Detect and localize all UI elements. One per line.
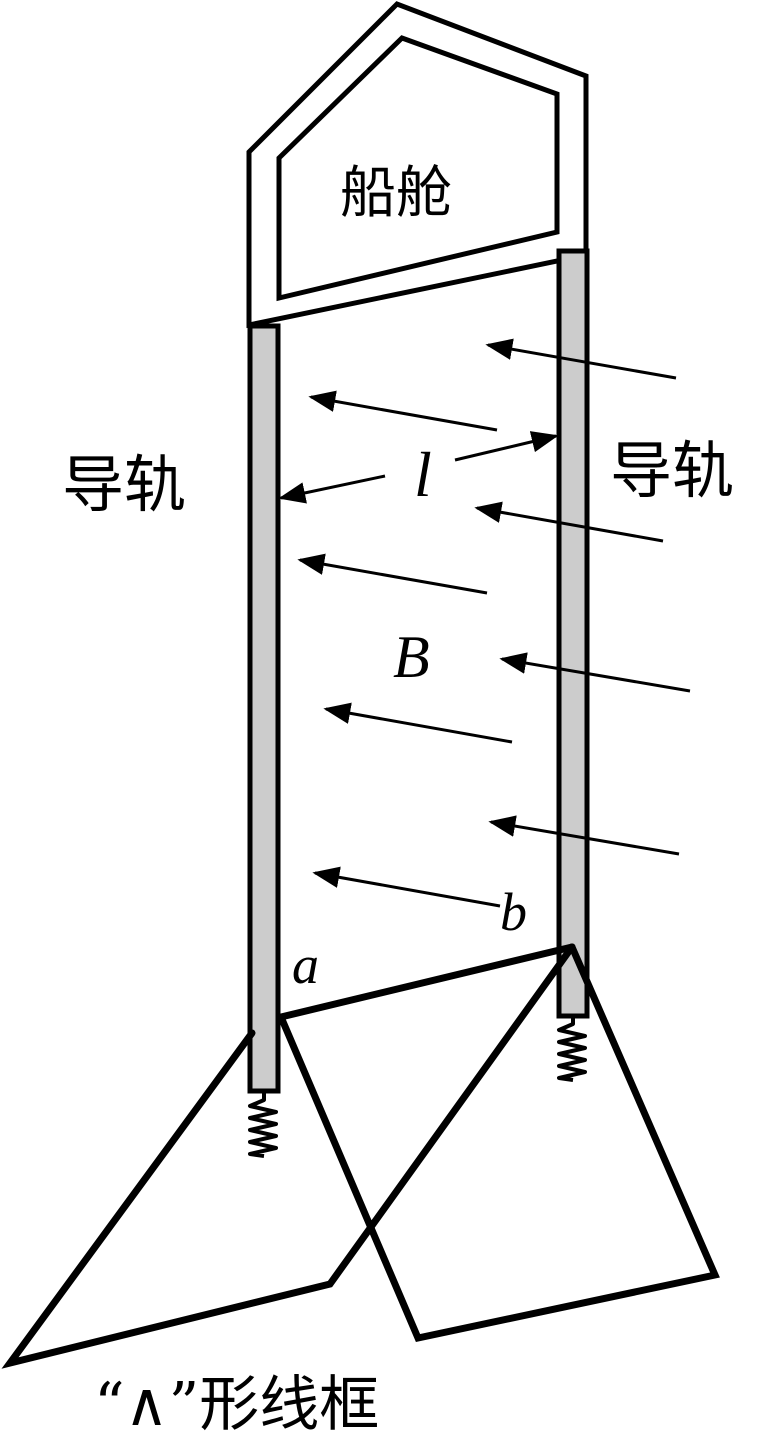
left-spring bbox=[248, 1092, 278, 1158]
lambda-frame bbox=[1, 943, 720, 1369]
field-arrow bbox=[297, 553, 488, 595]
point-b-label: b bbox=[500, 882, 527, 942]
field-arrow bbox=[312, 866, 501, 908]
rail-spacing-dimension bbox=[278, 431, 559, 504]
frame-edge-ab bbox=[277, 943, 576, 1021]
spacing-arrow-right bbox=[454, 431, 559, 462]
field-arrow bbox=[308, 390, 498, 432]
spacing-label: l bbox=[414, 439, 432, 510]
spacing-arrow-left bbox=[278, 474, 386, 504]
field-arrow bbox=[485, 338, 677, 380]
cabin: 船舱 bbox=[246, 1, 589, 329]
frame-caption: “∧”形线框 bbox=[94, 1370, 379, 1438]
cabin-inner bbox=[276, 35, 560, 302]
springs bbox=[248, 1017, 587, 1158]
cabin-label: 船舱 bbox=[340, 161, 452, 226]
right-rail-label: 导轨 bbox=[610, 434, 734, 507]
field-arrow bbox=[488, 815, 680, 856]
point-a-label: a bbox=[292, 935, 319, 995]
guide-rails bbox=[247, 248, 590, 1094]
magnetic-field-lines bbox=[297, 338, 691, 908]
frame-left-panel bbox=[1, 943, 576, 1369]
field-arrow bbox=[474, 501, 664, 543]
left-rail-label: 导轨 bbox=[62, 448, 186, 521]
right-spring bbox=[557, 1017, 587, 1082]
frame-right-panel bbox=[277, 943, 720, 1343]
field-arrow bbox=[323, 702, 513, 744]
left-rail bbox=[247, 323, 281, 1094]
field-label: B bbox=[393, 624, 430, 690]
field-arrow bbox=[499, 652, 691, 693]
right-rail bbox=[556, 248, 590, 1019]
